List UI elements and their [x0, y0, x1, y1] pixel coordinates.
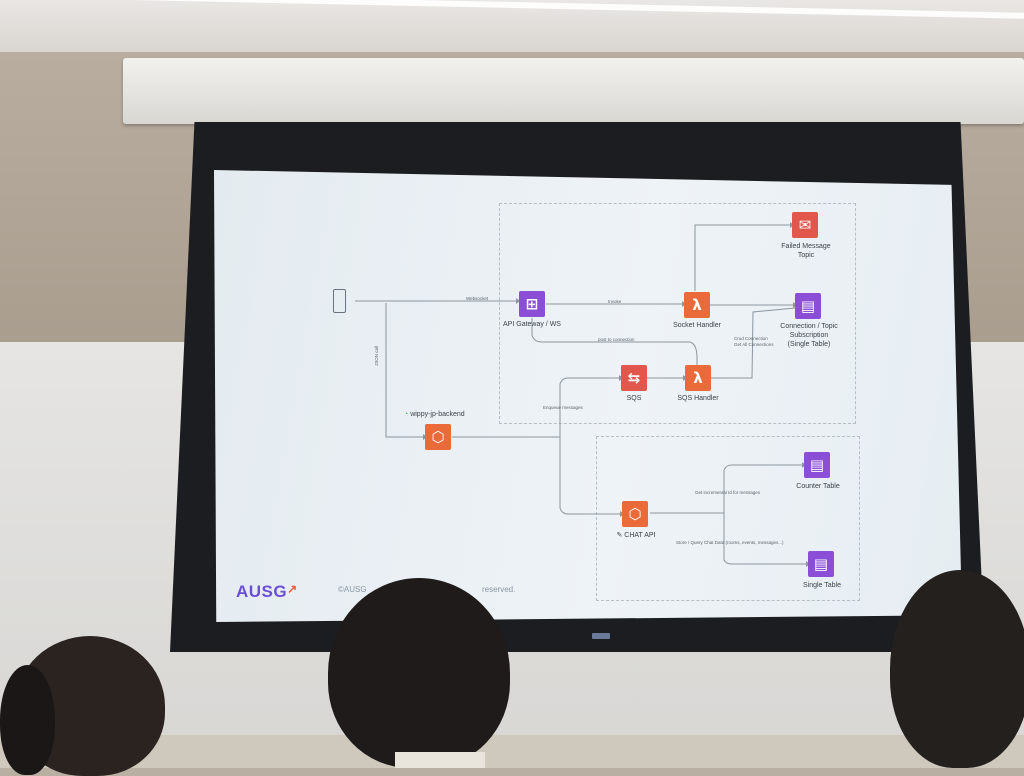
edge-label-crud-connection: Crud Connection	[734, 336, 768, 341]
ausg-brand: AUSG↗	[236, 582, 298, 602]
edge-sqshandler-connection	[710, 307, 796, 379]
screen-brand-logo	[592, 633, 610, 639]
edge-backend-sqs	[452, 377, 619, 438]
audience-head-far-left	[0, 665, 55, 775]
ecs-chat-api-icon: ⬡	[622, 501, 648, 527]
audience-head-center	[328, 578, 510, 768]
connection-label-line3: (Single Table)	[787, 341, 831, 348]
failed-topic-label-line2: Topic	[797, 252, 815, 259]
api-gateway-icon: ⊞	[519, 291, 545, 317]
edge-label-enqueue-messages: Enqueue messages	[543, 405, 583, 410]
projector-screen-housing	[123, 58, 1024, 124]
audience-head-right	[890, 570, 1024, 768]
chat-group-box	[596, 436, 860, 601]
backend-label: ◔ wippy-jp-backend	[404, 410, 474, 419]
failed-topic-label-line1: Failed Message	[781, 243, 831, 250]
connection-label-line2: Subscription	[789, 332, 829, 339]
edge-post-to-connection	[531, 318, 698, 365]
reserved-fragment: reserved.	[482, 585, 516, 594]
chat-api-label: ✎ CHAT API	[608, 531, 664, 540]
websocket-group-box	[499, 203, 856, 424]
edge-label-json-call: JSON call	[374, 345, 379, 366]
connection-label-line1: Connection / Topic	[780, 323, 838, 330]
sqs-handler-label: SQS Handler	[677, 395, 719, 402]
dynamodb-counter-icon: ▤	[804, 452, 830, 478]
single-table-label: Single Table	[802, 582, 841, 589]
edge-backend-chatapi	[559, 437, 620, 515]
edge-chatapi-counter	[650, 464, 802, 514]
lower-wall-strip	[0, 735, 1024, 768]
edge-label-websocket: Websocket	[466, 296, 489, 301]
projected-slide	[214, 170, 962, 622]
ausg-arrow-icon: ↗	[287, 582, 298, 596]
sqs-label: SQS	[626, 395, 642, 402]
audience-shirt-collar	[395, 752, 485, 768]
api-gateway-label: API Gateway / WS	[503, 321, 561, 328]
backend-label-text: wippy-jp-backend	[410, 411, 465, 418]
edge-label-post-to-connection: post to connection	[598, 337, 635, 342]
chat-api-tag-icon: ✎	[616, 532, 623, 539]
sns-failed-topic-icon: ✉	[792, 212, 818, 238]
backend-spinner-icon: ◔	[404, 411, 409, 418]
counter-table-label: Counter Table	[796, 483, 840, 490]
sqs-icon: ⇆	[621, 365, 647, 391]
dynamodb-single-table-icon: ▤	[808, 551, 834, 577]
edge-socket-failed	[694, 224, 790, 291]
edge-chatapi-single	[723, 513, 806, 565]
lambda-socket-handler-icon: λ	[684, 292, 710, 318]
chat-api-label-text: CHAT API	[624, 532, 656, 539]
socket-handler-label: Socket Handler	[673, 322, 721, 329]
dynamodb-connection-icon: ▤	[795, 293, 821, 319]
lambda-sqs-handler-icon: λ	[685, 365, 711, 391]
ausg-brand-text: AUSG	[236, 582, 288, 601]
edge-label-incremental-id: Get incremental Id for messages	[695, 490, 761, 495]
edge-label-get-all-connections: Get All Connections	[734, 342, 774, 347]
edge-label-invoke: Invoke	[608, 299, 622, 304]
edge-client-backend	[385, 303, 423, 438]
mobile-client-icon	[333, 289, 346, 313]
copyright-fragment: ©AUSG	[338, 585, 367, 594]
edge-label-store-query: Store / Query Chat Data (rooms, events, …	[676, 540, 784, 545]
ecs-backend-icon: ⬡	[425, 424, 451, 450]
